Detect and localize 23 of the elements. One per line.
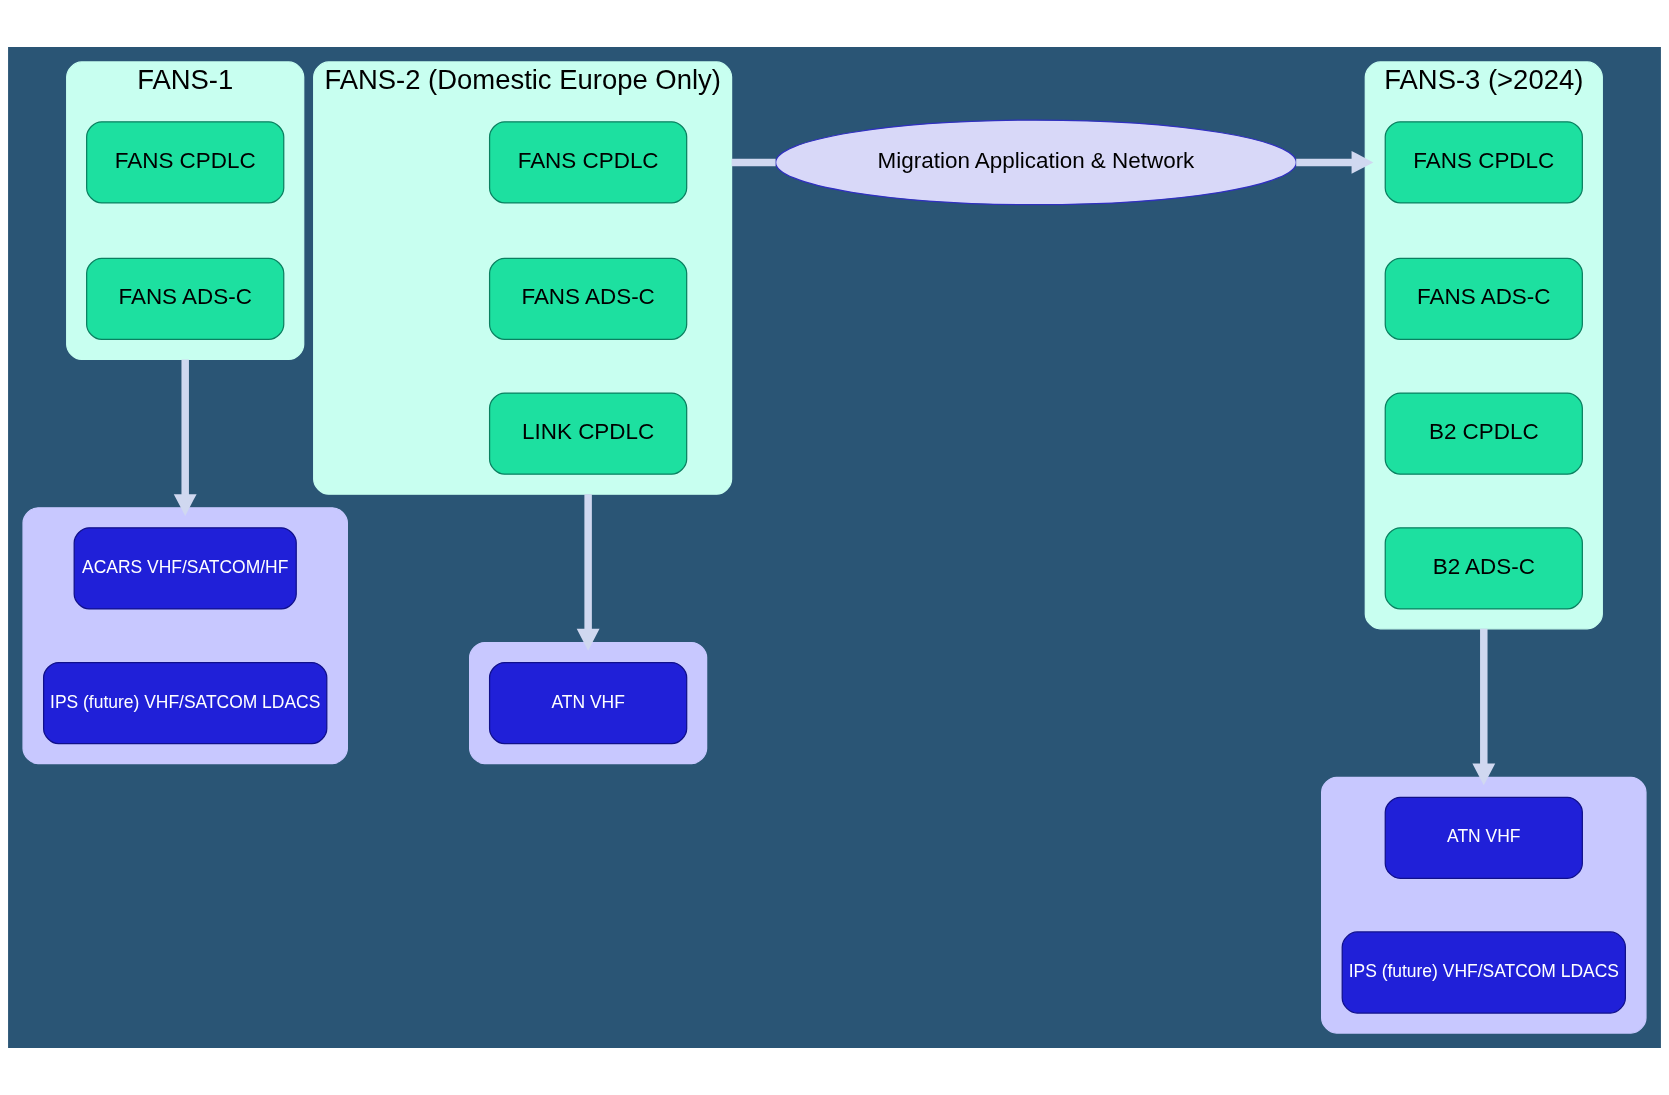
node-box: FANS CPDLC <box>1384 121 1583 204</box>
cluster <box>22 507 348 765</box>
cluster <box>469 641 708 765</box>
node-box: B2 CPDLC <box>1384 392 1583 475</box>
arrow <box>1296 150 1374 174</box>
node-box: IPS (future) VHF/SATCOM LDACS <box>43 661 328 745</box>
node-box: ATN VHF <box>488 661 688 745</box>
node-ellipse: Migration Application & Network <box>775 119 1297 206</box>
node-box: FANS ADS-C <box>1384 257 1583 341</box>
cluster <box>1321 776 1647 1034</box>
node-box: ATN VHF <box>1384 796 1583 879</box>
node-box: ACARS VHF/SATCOM/HF <box>73 527 297 610</box>
node-box: FANS ADS-C <box>86 257 285 341</box>
node-box: IPS (future) VHF/SATCOM LDACS <box>1341 931 1626 1014</box>
node-box: B2 ADS-C <box>1384 527 1583 610</box>
node-box: FANS ADS-C <box>488 257 688 341</box>
node-box: FANS CPDLC <box>86 121 285 204</box>
arrow <box>576 494 600 651</box>
connector <box>731 158 776 167</box>
arrow <box>173 359 197 516</box>
node-box: FANS CPDLC <box>488 121 688 204</box>
node-box: LINK CPDLC <box>488 392 688 475</box>
arrow <box>1472 628 1496 786</box>
